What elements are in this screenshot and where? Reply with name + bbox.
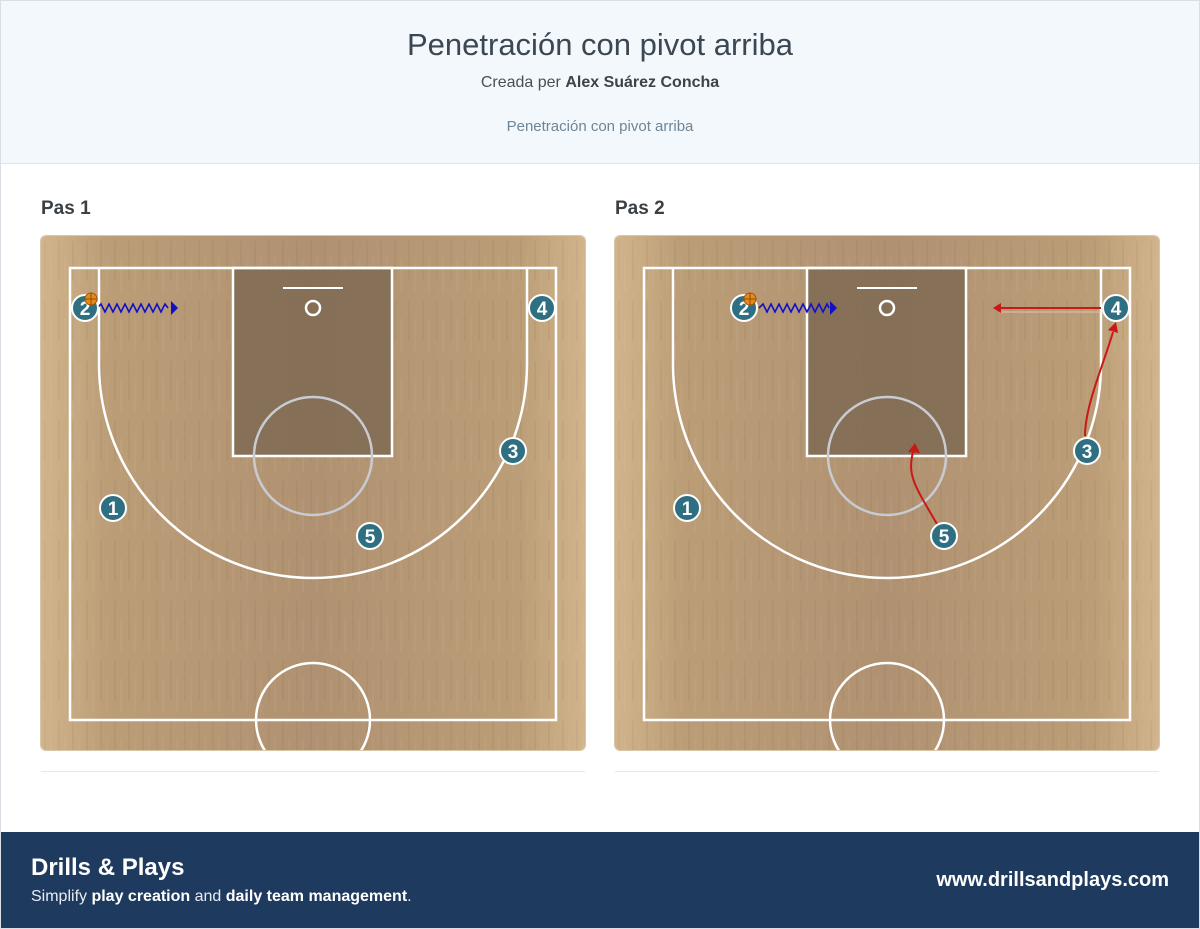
tagline-part: Simplify: [31, 888, 92, 905]
free-throw-circle: [252, 395, 374, 517]
player-label: 3: [1082, 442, 1093, 463]
player-5[interactable]: 5: [356, 522, 384, 550]
player-label: 3: [508, 442, 519, 463]
movement-arrowhead: [908, 443, 920, 453]
movement-action-5: [908, 443, 938, 525]
court-boundary: [68, 266, 558, 722]
ball-icon: [84, 292, 98, 306]
player-label: 4: [1111, 299, 1122, 320]
court-diagram-1: 2 4 3 1 5: [41, 236, 585, 750]
step-1-divider: [41, 771, 585, 772]
player-2[interactable]: 2: [730, 292, 758, 322]
player-3[interactable]: 3: [1073, 437, 1101, 465]
step-2-divider: [615, 771, 1159, 772]
player-marker: [356, 522, 384, 550]
player-4[interactable]: 4: [1102, 294, 1130, 322]
dribble-arrowhead: [830, 301, 837, 315]
movement-action-3: [1084, 322, 1118, 437]
player-2[interactable]: 2: [71, 292, 99, 322]
dribble-line: [758, 302, 830, 314]
author-prefix: Creada per: [480, 74, 561, 91]
player-label: 5: [365, 527, 376, 548]
player-label: 5: [939, 527, 950, 548]
movement-arrowhead: [993, 303, 1001, 313]
footer-website-link[interactable]: www.drillsandplays.com: [936, 869, 1169, 891]
step-2-court[interactable]: 2 4 3 1 5: [615, 236, 1159, 750]
dribble-arrowhead: [171, 301, 178, 315]
page-footer: Drills & Plays Simplify play creation an…: [1, 832, 1199, 928]
dribble-action-2: [758, 301, 837, 315]
movement-action-4: [993, 303, 1101, 313]
player-4[interactable]: 4: [528, 294, 556, 322]
player-marker: [499, 437, 527, 465]
tagline-emphasis: daily team management: [225, 888, 408, 905]
dribble-line: [96, 302, 169, 314]
footer-tagline: Simplify play creation and daily team ma…: [31, 888, 412, 906]
movement-arrowhead: [1108, 322, 1118, 333]
step-1-title: Pas 1: [41, 198, 91, 219]
ball-icon: [743, 292, 757, 306]
player-1[interactable]: 1: [673, 494, 701, 522]
player-label: 1: [108, 499, 119, 520]
free-throw-circle: [826, 395, 948, 517]
tagline-part: .: [407, 888, 412, 905]
page-header: Penetración con pivot arriba Creada per …: [1, 1, 1199, 164]
court-diagram-2: 2 4 3 1 5: [615, 236, 1159, 750]
center-circle: [828, 661, 946, 750]
player-3[interactable]: 3: [499, 437, 527, 465]
paint-area: [805, 266, 968, 458]
three-point-arc: [671, 363, 1103, 580]
movement-line: [910, 451, 938, 525]
footer-brand: Drills & Plays: [31, 854, 185, 881]
movement-line: [1084, 331, 1114, 437]
step-1-court[interactable]: 2 4 3 1 5: [41, 236, 585, 750]
player-marker: [930, 522, 958, 550]
step-2-title: Pas 2: [615, 198, 665, 219]
page-title: Penetración con pivot arriba: [406, 27, 793, 62]
basket-ring: [878, 299, 896, 317]
player-5[interactable]: 5: [930, 522, 958, 550]
author-name: Alex Suárez Concha: [565, 74, 720, 91]
tagline-emphasis: play creation: [91, 888, 191, 905]
dribble-action-2: [96, 301, 178, 315]
player-label: 2: [80, 299, 91, 320]
court-lines: [68, 266, 558, 750]
player-marker: [528, 294, 556, 322]
center-circle: [254, 661, 372, 750]
author-line: Creada per Alex Suárez Concha: [1, 74, 1199, 92]
player-marker: [99, 494, 127, 522]
court-lines: [642, 266, 1132, 750]
player-1[interactable]: 1: [99, 494, 127, 522]
play-description: Penetración con pivot arriba: [506, 118, 694, 135]
three-point-arc: [97, 363, 529, 580]
player-marker: [673, 494, 701, 522]
basket-ring: [304, 299, 322, 317]
player-marker: [1102, 294, 1130, 322]
player-label: 1: [682, 499, 693, 520]
player-label: 2: [739, 299, 750, 320]
player-label: 4: [537, 299, 548, 320]
tagline-part: and: [190, 888, 226, 905]
player-marker: [1073, 437, 1101, 465]
court-boundary: [642, 266, 1132, 722]
paint-area: [231, 266, 394, 458]
